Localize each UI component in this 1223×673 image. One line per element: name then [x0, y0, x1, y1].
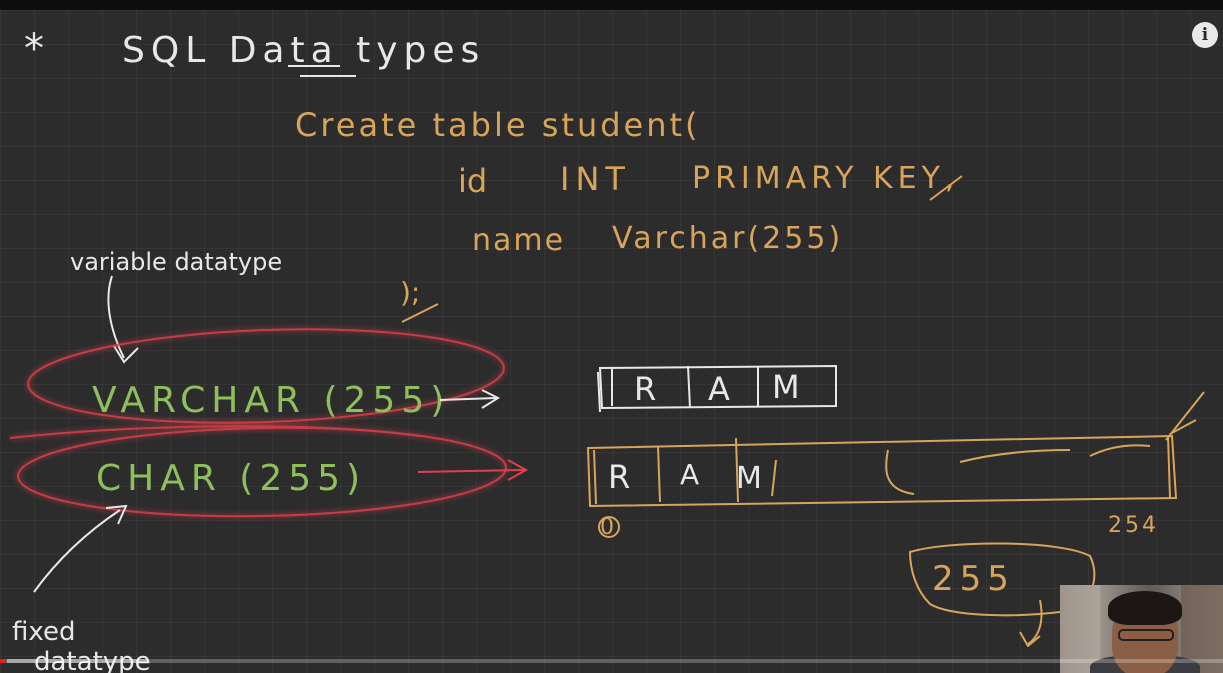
varchar-label: VARCHAR (255) [92, 380, 450, 421]
query-name: name [472, 223, 565, 258]
query-strokes [401, 175, 963, 323]
index-start-label: 0 [600, 515, 614, 540]
varchar-cell: A [708, 370, 730, 408]
video-progress-bar[interactable] [0, 659, 1223, 663]
varchar-cell: R [634, 370, 656, 408]
varchar-highlight-circle [27, 328, 505, 424]
title: * SQL Data types [24, 26, 485, 77]
title-text: SQL Data types [122, 30, 485, 71]
query-close: ); [400, 276, 420, 309]
boxed-count: 255 [908, 542, 1096, 648]
fixed-label-line2: datatype [34, 647, 151, 673]
index-end-label: 254 [1108, 513, 1159, 538]
fixed-datatype-annotation: fixed datatype [12, 504, 151, 673]
highlight-stroke [9, 425, 421, 439]
webcam-overlay [1060, 585, 1223, 673]
highlight-circles [9, 328, 507, 518]
whiteboard-canvas [0, 10, 1223, 673]
progress-buffered [7, 659, 147, 663]
char-cell: R [608, 458, 630, 496]
boxed-count-value: 255 [932, 559, 1015, 599]
variable-arrow [107, 275, 125, 359]
char-storage-box: R A M [586, 391, 1205, 508]
variable-arrow-head [113, 345, 139, 364]
boxed-count-arrow [1019, 599, 1043, 648]
info-icon[interactable]: i [1192, 22, 1218, 48]
query-varchar: Varchar(255) [612, 221, 843, 256]
video-top-bar [0, 0, 1223, 10]
query-primary-key: PRIMARY KEY, [692, 161, 959, 196]
variable-datatype-annotation: variable datatype [70, 248, 282, 364]
char-cell: M [736, 461, 762, 496]
char-highlight-circle [17, 426, 507, 518]
title-star: * [24, 26, 44, 72]
char-arrow [417, 459, 529, 481]
fixed-arrow [33, 504, 128, 593]
char-label: CHAR (255) [96, 458, 366, 499]
query-id: id [458, 162, 487, 200]
varchar-arrow [439, 389, 501, 409]
sql-query: Create table student( id INT PRIMARY KEY… [295, 106, 963, 323]
index-start-circle [598, 516, 620, 538]
progress-played [0, 659, 7, 663]
query-line-1: Create table student( [295, 106, 701, 144]
fixed-label-line1: fixed [12, 617, 75, 647]
title-underline [288, 65, 356, 77]
varchar-storage-box: R A M [597, 364, 837, 413]
char-cell: A [680, 458, 699, 491]
variable-datatype-label: variable datatype [70, 248, 282, 276]
query-int: INT [560, 160, 631, 198]
varchar-cell: M [772, 368, 800, 406]
